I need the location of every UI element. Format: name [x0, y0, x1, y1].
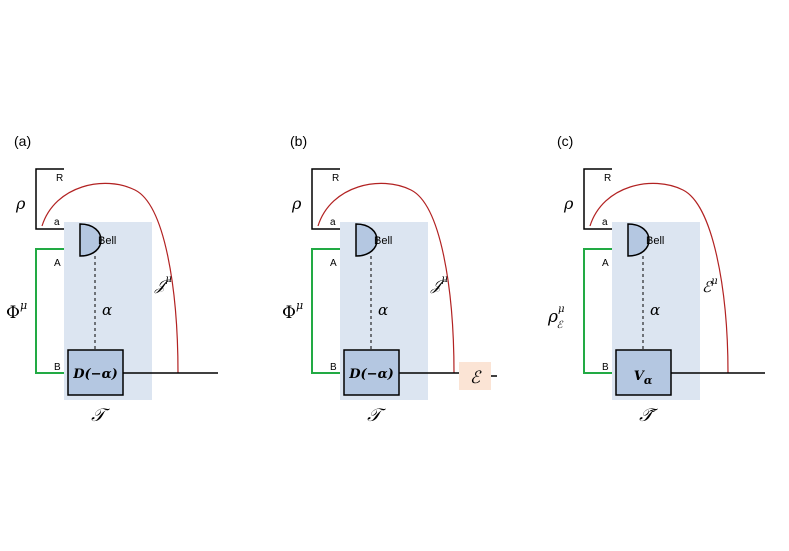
bell-label-c: Bell	[646, 235, 664, 247]
bell-detector-icon	[355, 223, 378, 257]
state-bracket-b	[311, 168, 340, 230]
port-A-c: A	[602, 258, 609, 269]
gate-label-c: Vα	[634, 369, 653, 387]
bell-label-a: Bell	[98, 235, 116, 247]
arc-label-b: 𝒥μ	[430, 274, 448, 294]
port-A-b: A	[330, 258, 337, 269]
channel-label-a: 𝒯	[91, 405, 110, 426]
port-r-a: R	[56, 173, 63, 184]
panel-a: (a) R a ρ A B Φμ Bell α D(−α) 𝒥μ 𝒯	[6, 133, 218, 426]
panel-c-label: (c)	[557, 133, 573, 149]
panel-b-label: (b)	[290, 133, 307, 149]
port-A-a: A	[54, 258, 61, 269]
environment-box-b	[459, 362, 491, 390]
gate-label-b: D(−α)	[348, 367, 393, 382]
panel-b: (b) R a ρ A B Φμ Bell α D(−α) ℰ 𝒥μ 𝒯	[282, 133, 497, 426]
state-label-c: ρ	[563, 194, 574, 213]
resource-wire-b	[311, 248, 340, 374]
arc-label-a: 𝒥μ	[154, 274, 172, 294]
port-B-a: B	[54, 362, 61, 373]
port-a-b: a	[330, 217, 336, 228]
choi-arc-c	[589, 182, 729, 374]
port-r-b: R	[332, 173, 339, 184]
channel-label-c: 𝒯̃	[639, 405, 658, 426]
displacement-gate-b	[343, 349, 400, 396]
state-label-a: ρ	[15, 194, 26, 213]
panel-a-label: (a)	[14, 133, 31, 149]
resource-label-a: Φμ	[6, 299, 27, 323]
state-label-b: ρ	[291, 194, 302, 213]
bell-detector-icon	[79, 223, 102, 257]
bell-detector-icon	[627, 223, 650, 257]
port-r-c: R	[604, 173, 611, 184]
unitary-gate-c	[615, 349, 672, 396]
choi-arc-b	[317, 182, 455, 374]
port-a-a: a	[54, 217, 60, 228]
state-bracket-c	[583, 168, 612, 230]
choi-arc-a	[41, 182, 179, 374]
port-a-c: a	[602, 217, 608, 228]
outcome-label-c: α	[650, 301, 660, 319]
outcome-label-b: α	[378, 301, 388, 319]
resource-wire-c	[583, 248, 612, 374]
resource-label-b: Φμ	[282, 299, 303, 323]
resource-wire-a	[35, 248, 64, 374]
port-B-c: B	[602, 362, 609, 373]
arc-label-c: ℰμ	[702, 276, 718, 296]
gate-label-a: D(−α)	[72, 367, 117, 382]
state-bracket-a	[35, 168, 64, 230]
channel-label-b: 𝒯	[367, 405, 386, 426]
outcome-label-a: α	[102, 301, 112, 319]
bell-label-b: Bell	[374, 235, 392, 247]
port-B-b: B	[330, 362, 337, 373]
env-label-b: ℰ	[470, 368, 482, 388]
